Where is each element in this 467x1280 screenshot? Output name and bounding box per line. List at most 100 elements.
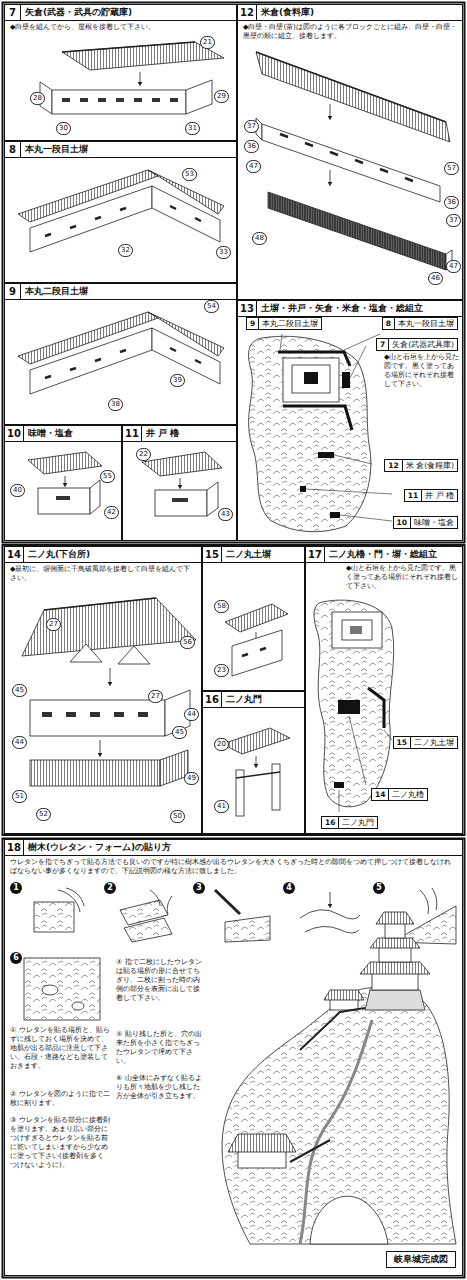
step-title: 土塀・井戸・矢倉・米倉・塩倉・総組立 xyxy=(257,301,423,316)
tag-name: 二ノ丸櫓 xyxy=(389,789,427,800)
panel-header: 8本丸一段目土塀 xyxy=(5,142,236,158)
callout-number: 28 xyxy=(30,92,45,105)
step-number: 15 xyxy=(203,547,222,562)
callout-number: 56 xyxy=(180,636,195,649)
step-panel: 7矢倉(武器・武具の貯蔵庫)◆白壁を組んでから、屋根を接着して下さい。 xyxy=(4,4,237,141)
tag-number: 12 xyxy=(385,460,402,471)
location-tag: 10味噌・塩倉 xyxy=(393,516,458,529)
callout-number: 55 xyxy=(100,470,115,483)
tag-number: 11 xyxy=(405,490,422,501)
callout-number: 46 xyxy=(428,272,443,285)
panel-header: 18樹木(ウレタン・フォーム)の貼り方 xyxy=(5,840,462,856)
callout-number: 21 xyxy=(200,36,215,49)
callout-number: 45 xyxy=(12,684,27,697)
instruction-note: ① ウレタンを貼る場所と、貼らずに残しておく場所を決めて、地肌が出る部品に注意し… xyxy=(10,1026,110,1071)
tag-name: 井 戸 櫓 xyxy=(422,490,457,501)
step-number: 8 xyxy=(5,142,21,157)
callout-number: 47 xyxy=(246,160,261,173)
step-panel: 8本丸一段目土塀 xyxy=(4,141,237,283)
step-number: 11 xyxy=(123,426,142,441)
step-marker: 2 xyxy=(104,882,116,894)
step-marker: 3 xyxy=(193,882,205,894)
callout-number: 53 xyxy=(182,168,197,181)
panel-header: 16二ノ丸門 xyxy=(203,692,304,708)
tag-number: 9 xyxy=(247,318,259,329)
callout-number: 20 xyxy=(214,738,229,751)
callout-number: 33 xyxy=(216,246,231,259)
step-number: 16 xyxy=(203,692,222,707)
instruction-note: ウレタンを指でちぎって貼る方法でも良いのですが特に樹木感が出るウレタンを大きくち… xyxy=(10,858,457,876)
step-number: 10 xyxy=(5,426,24,441)
tag-number: 15 xyxy=(394,737,411,748)
panel-header: 12米倉(食料庫) xyxy=(238,5,462,21)
step-panel: 10味噌・塩倉 xyxy=(4,425,122,541)
tag-name: 二ノ丸門 xyxy=(339,817,377,828)
location-tag: 12米 倉(食糧庫) xyxy=(384,459,458,472)
instruction-note: ◆山と石垣を上から見た図です。黒く塗ってある場所にそれぞれ接着して下さい。 xyxy=(346,564,460,591)
callout-number: 49 xyxy=(184,772,199,785)
location-tag: 15二ノ丸土塀 xyxy=(393,736,458,749)
callout-number: 32 xyxy=(118,244,133,257)
step-number: 17 xyxy=(306,547,325,562)
callout-number: 51 xyxy=(12,790,27,803)
step-title: 矢倉(武器・武具の貯蔵庫) xyxy=(21,5,132,20)
panel-header: 10味噌・塩倉 xyxy=(5,426,121,442)
callout-number: 43 xyxy=(218,508,233,521)
callout-number: 36 xyxy=(444,196,459,209)
step-title: 味噌・塩倉 xyxy=(24,426,73,441)
callout-number: 42 xyxy=(104,506,119,519)
tag-number: 8 xyxy=(383,318,395,329)
callout-number: 48 xyxy=(252,232,267,245)
step-panel: 17二ノ丸櫓・門・塀・総組立 ◆山と石垣を上から見た図です。黒く塗ってある場所にそ… xyxy=(305,546,463,834)
panel-header: 11井 戸 櫓 xyxy=(123,426,236,442)
step-panel: 13土塀・井戸・矢倉・米倉・塩倉・総組立 ◆山と石垣を上から見た図です。黒く塗って… xyxy=(237,300,463,541)
callout-number: 30 xyxy=(56,122,71,135)
callout-number: 37 xyxy=(446,214,461,227)
callout-number: 38 xyxy=(108,398,123,411)
step-marker: 5 xyxy=(373,882,385,894)
panel-header: 14二ノ丸(下台所) xyxy=(5,547,201,563)
callout-number: 31 xyxy=(185,122,200,135)
callout-number: 22 xyxy=(136,448,151,461)
callout-number: 23 xyxy=(214,664,229,677)
location-tag: 7矢倉(武器武具庫) xyxy=(376,338,458,351)
instruction-note: ⑤ 貼り残した所と、穴の出来た所を小さく指でちぎったウレタンで埋めて下さい。 xyxy=(116,1030,202,1066)
callout-number: 45 xyxy=(172,726,187,739)
callout-number: 58 xyxy=(214,600,229,613)
step-marker: 6 xyxy=(10,952,22,964)
instruction-note: ⑥ 山全体にみずなく貼るよりも所々地肌を少し残した方が全体が引き立ちます。 xyxy=(116,1074,202,1101)
callout-number: 41 xyxy=(214,800,229,813)
location-tag: 8本丸一段目土塀 xyxy=(382,317,458,330)
step-number: 18 xyxy=(5,840,24,855)
panel-header: 9本丸二段目土塀 xyxy=(5,284,236,300)
callout-number: 47 xyxy=(446,260,461,273)
callout-number: 44 xyxy=(12,736,27,749)
tag-number: 7 xyxy=(377,339,389,350)
tag-number: 14 xyxy=(372,789,389,800)
callout-number: 39 xyxy=(170,374,185,387)
step-title: 樹木(ウレタン・フォーム)の貼り方 xyxy=(24,840,171,855)
instruction-note: ◆白壁を組んでから、屋根を接着して下さい。 xyxy=(10,23,231,32)
step-marker: 4 xyxy=(283,882,295,894)
tag-name: 岐阜城完成図 xyxy=(391,1254,451,1264)
instruction-note: ② ウレタンを図のように指で二枚に割ります。 xyxy=(10,1090,110,1108)
step-number: 14 xyxy=(5,547,24,562)
step-panel: 11井 戸 櫓 xyxy=(122,425,237,541)
step-panel: 14二ノ丸(下台所) ◆最初に、塀側面に千鳥破風部を接着して白壁を組んで下さい。 xyxy=(4,546,202,834)
instruction-note: ④ 指で二枚にしたウレタンは貼る場所の形に合せてちぎり、二枚に割った時の内側の部… xyxy=(116,958,202,1003)
step-title: 二ノ丸櫓・門・塀・総組立 xyxy=(325,547,437,562)
panel-header: 13土塀・井戸・矢倉・米倉・塩倉・総組立 xyxy=(238,301,462,317)
callout-number: 44 xyxy=(184,708,199,721)
panel-header: 15二ノ丸土塀 xyxy=(203,547,304,563)
instruction-note: ◆最初に、塀側面に千鳥破風部を接着して白壁を組んで下さい。 xyxy=(10,565,196,583)
tag-number: 10 xyxy=(394,517,411,528)
step-title: 二ノ丸土塀 xyxy=(222,547,271,562)
step-title: 本丸一段目土塀 xyxy=(21,142,88,157)
tag-name: 米 倉(食糧庫) xyxy=(403,460,457,471)
location-tag: 11井 戸 櫓 xyxy=(404,489,458,502)
instruction-note: ◆山と石垣を上から見た図です。黒く塗ってある場所にそれぞれ接着して下さい。 xyxy=(384,353,460,389)
tag-name: 矢倉(武器武具庫) xyxy=(389,339,457,350)
callout-number: 50 xyxy=(170,810,185,823)
